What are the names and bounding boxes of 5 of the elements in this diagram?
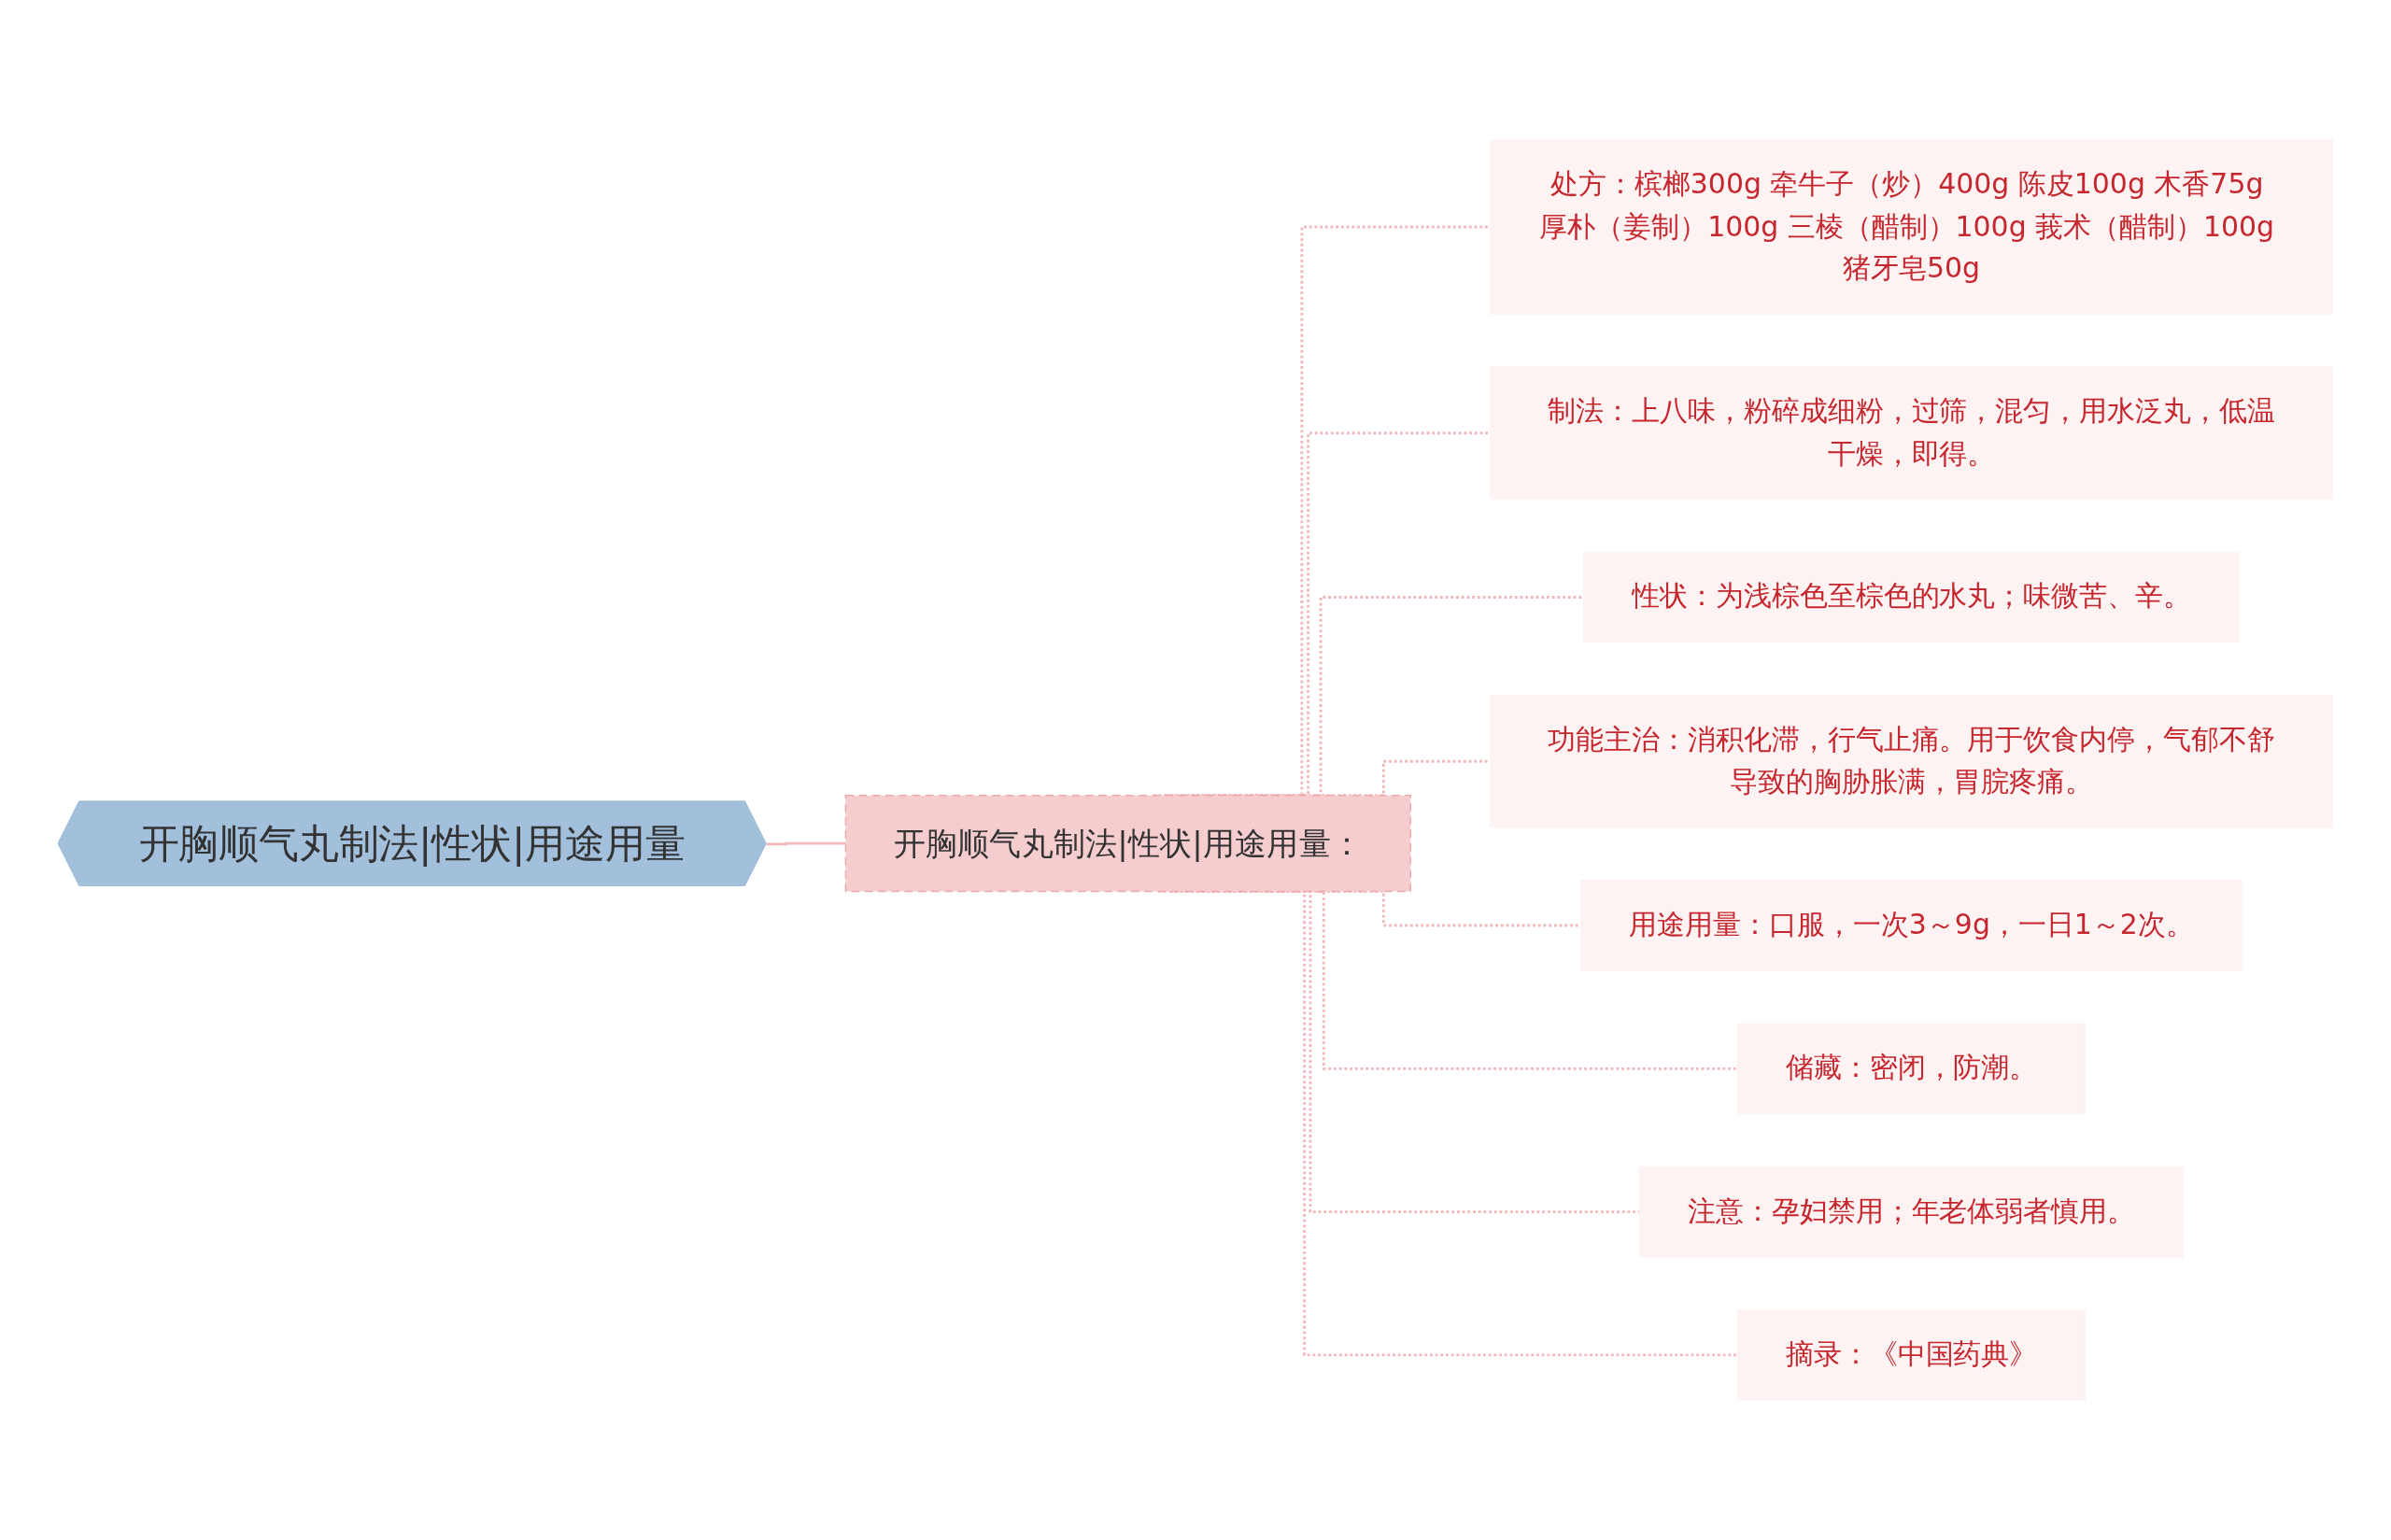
node-box: 摘录：《中国药典》 (1736, 1309, 2087, 1401)
connector (766, 841, 846, 846)
node-box: 注意：孕妇禁用；年老体弱者慎用。 (1639, 1166, 2185, 1258)
node-box: 储藏：密闭，防潮。 (1736, 1023, 2087, 1115)
node-box: 开胸顺气丸制法|性状|用途用量： (844, 795, 1412, 893)
